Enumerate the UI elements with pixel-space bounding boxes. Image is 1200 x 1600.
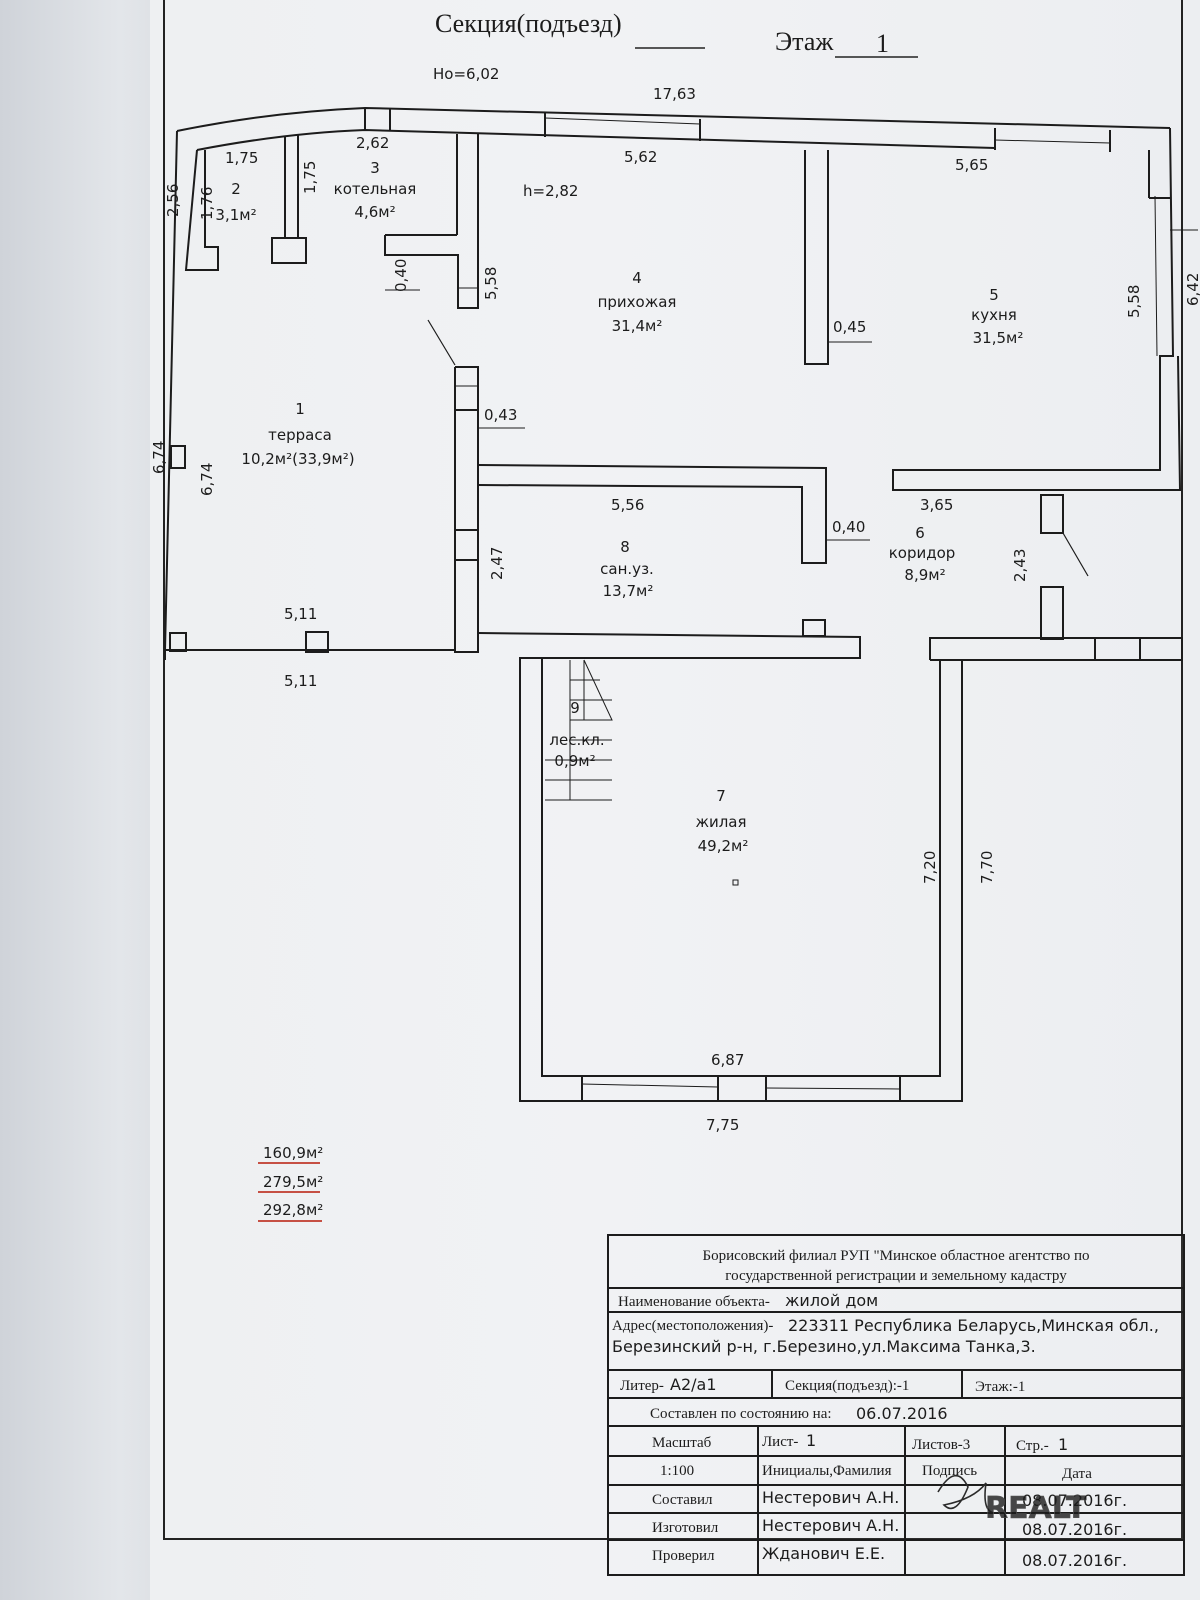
- total-area-3: 292,8м²: [263, 1201, 323, 1219]
- tb-date-label: Дата: [1062, 1466, 1092, 1482]
- title-block: Борисовский филиал РУП "Минское областно…: [607, 1234, 1185, 1576]
- room-9-name: лес.кл.: [549, 731, 604, 749]
- room-1-area: 10,2м²(33,9м²): [241, 450, 354, 468]
- dim-2-43: 2,43: [1011, 549, 1029, 582]
- room-7-name: жилая: [695, 813, 746, 831]
- dim-1-75-b: 1,75: [301, 161, 319, 194]
- dim-5-11-a: 5,11: [284, 605, 317, 623]
- dim-17-63: 17,63: [653, 85, 696, 103]
- tb-address-label: Адрес(местоположения)-: [612, 1318, 773, 1334]
- total-area-2: 279,5м²: [263, 1173, 323, 1191]
- dim-1-75-a: 1,75: [225, 149, 258, 167]
- tb-row2-name: Нестерович А.Н.: [762, 1516, 899, 1535]
- tb-org-line2: государственной регистрации и земельному…: [725, 1268, 1067, 1284]
- room-8-name: сан.уз.: [600, 560, 654, 578]
- room-1-name: терраса: [268, 426, 332, 444]
- room-7-area: 49,2м²: [698, 837, 749, 855]
- dim-0-45: 0,45: [833, 318, 866, 336]
- dim-5-58-b: 5,58: [1125, 285, 1143, 318]
- tb-row1-date: 08.07.2016г.: [1022, 1491, 1127, 1510]
- tb-org-line1: Борисовский филиал РУП "Минское областно…: [702, 1248, 1089, 1264]
- room-2-number: 2: [231, 180, 241, 198]
- room-9-number: 9: [570, 699, 580, 717]
- tb-scale-label: Масштаб: [652, 1435, 712, 1451]
- tb-floor: Этаж:-1: [975, 1379, 1025, 1395]
- room-5-number: 5: [989, 286, 999, 304]
- tb-liter-value: А2/а1: [670, 1375, 717, 1394]
- tb-row3-name: Жданович Е.Е.: [762, 1544, 885, 1563]
- room-8-area: 13,7м²: [603, 582, 654, 600]
- tb-page-label: Стр.-: [1016, 1438, 1049, 1454]
- tb-row2-date: 08.07.2016г.: [1022, 1520, 1127, 1539]
- realt-watermark: REALT: [985, 1491, 1087, 1526]
- tb-row3-role: Проверил: [652, 1548, 715, 1564]
- dim-2-47: 2,47: [488, 547, 506, 580]
- tb-signature-label: Подпись: [922, 1463, 977, 1479]
- header-floor-value: 1: [876, 29, 889, 58]
- tb-state-date: 06.07.2016: [856, 1404, 948, 1423]
- tb-section: Секция(подъезд):-1: [785, 1378, 909, 1394]
- room-4-number: 4: [632, 269, 642, 287]
- dim-2-62: 2,62: [356, 134, 389, 152]
- tb-row1-name: Нестерович А.Н.: [762, 1488, 899, 1507]
- dim-7-20: 7,20: [921, 851, 939, 884]
- dim-0-43: 0,43: [484, 406, 517, 424]
- room-7-number: 7: [716, 787, 726, 805]
- dim-6-42: 6,42: [1184, 273, 1200, 306]
- total-area-1: 160,9м²: [263, 1144, 323, 1162]
- tb-object-label: Наименование объекта-: [618, 1294, 770, 1310]
- dim-5-62: 5,62: [624, 148, 657, 166]
- tb-page-value: 1: [1058, 1435, 1068, 1454]
- room-4-name: прихожая: [598, 293, 677, 311]
- dim-5-56: 5,56: [611, 496, 644, 514]
- room-4-area: 31,4м²: [612, 317, 663, 335]
- dim-3-65: 3,65: [920, 496, 953, 514]
- dim-6-74-a: 6,74: [150, 441, 168, 474]
- dim-7-75: 7,75: [706, 1116, 739, 1134]
- binding-strip: [0, 0, 150, 1600]
- header-section-label: Секция(подъезд): [435, 9, 622, 38]
- dim-5-58-a: 5,58: [482, 267, 500, 300]
- room-5-area: 31,5м²: [973, 329, 1024, 347]
- tb-address-value1: 223311 Республика Беларусь,Минская обл.,: [788, 1316, 1159, 1335]
- room-5-name: кухня: [971, 306, 1017, 324]
- dim-5-65: 5,65: [955, 156, 988, 174]
- dim-6-74-b: 6,74: [198, 463, 216, 496]
- signature-scribble: [937, 1474, 995, 1514]
- tb-row1-role: Составил: [652, 1492, 713, 1508]
- dim-0-40-a: 0,40: [392, 259, 410, 292]
- tb-liter-label: Литер-: [620, 1378, 664, 1394]
- tb-row2-role: Изготовил: [652, 1520, 719, 1536]
- room-6-number: 6: [915, 524, 925, 542]
- room-6-area: 8,9м²: [904, 566, 945, 584]
- tb-initials-label: Инициалы,Фамилия: [762, 1463, 892, 1479]
- h-label: h=2,82: [523, 182, 578, 200]
- dim-1-76: 1,76: [198, 187, 216, 220]
- dim-2-56: 2,56: [164, 184, 182, 217]
- tb-state-label: Составлен по состоянию на:: [650, 1406, 832, 1422]
- room-6-name: коридор: [889, 544, 956, 562]
- dim-5-11-b: 5,11: [284, 672, 317, 690]
- tb-sheet-label: Лист-: [762, 1434, 798, 1450]
- room-8-number: 8: [620, 538, 630, 556]
- tb-sheets: Листов-3: [912, 1437, 970, 1453]
- tb-row3-date: 08.07.2016г.: [1022, 1551, 1127, 1570]
- room-3-area: 4,6м²: [354, 203, 395, 221]
- room-3-name: котельная: [334, 180, 417, 198]
- room-9-area: 0,9м²: [554, 752, 595, 770]
- dim-0-40-b: 0,40: [832, 518, 865, 536]
- room-2-area: 3,1м²: [215, 206, 256, 224]
- dim-6-87: 6,87: [711, 1051, 744, 1069]
- tb-object-value: жилой дом: [785, 1291, 878, 1310]
- ho-label: Ho=6,02: [433, 65, 499, 83]
- tb-address-value2: Березинский р-н, г.Березино,ул.Максима Т…: [612, 1337, 1036, 1356]
- room-3-number: 3: [370, 159, 380, 177]
- dim-7-70: 7,70: [978, 851, 996, 884]
- header-floor-label: Этаж: [775, 27, 834, 56]
- room-1-number: 1: [295, 400, 305, 418]
- tb-sheet-value: 1: [806, 1431, 816, 1450]
- tb-scale-value: 1:100: [660, 1463, 694, 1479]
